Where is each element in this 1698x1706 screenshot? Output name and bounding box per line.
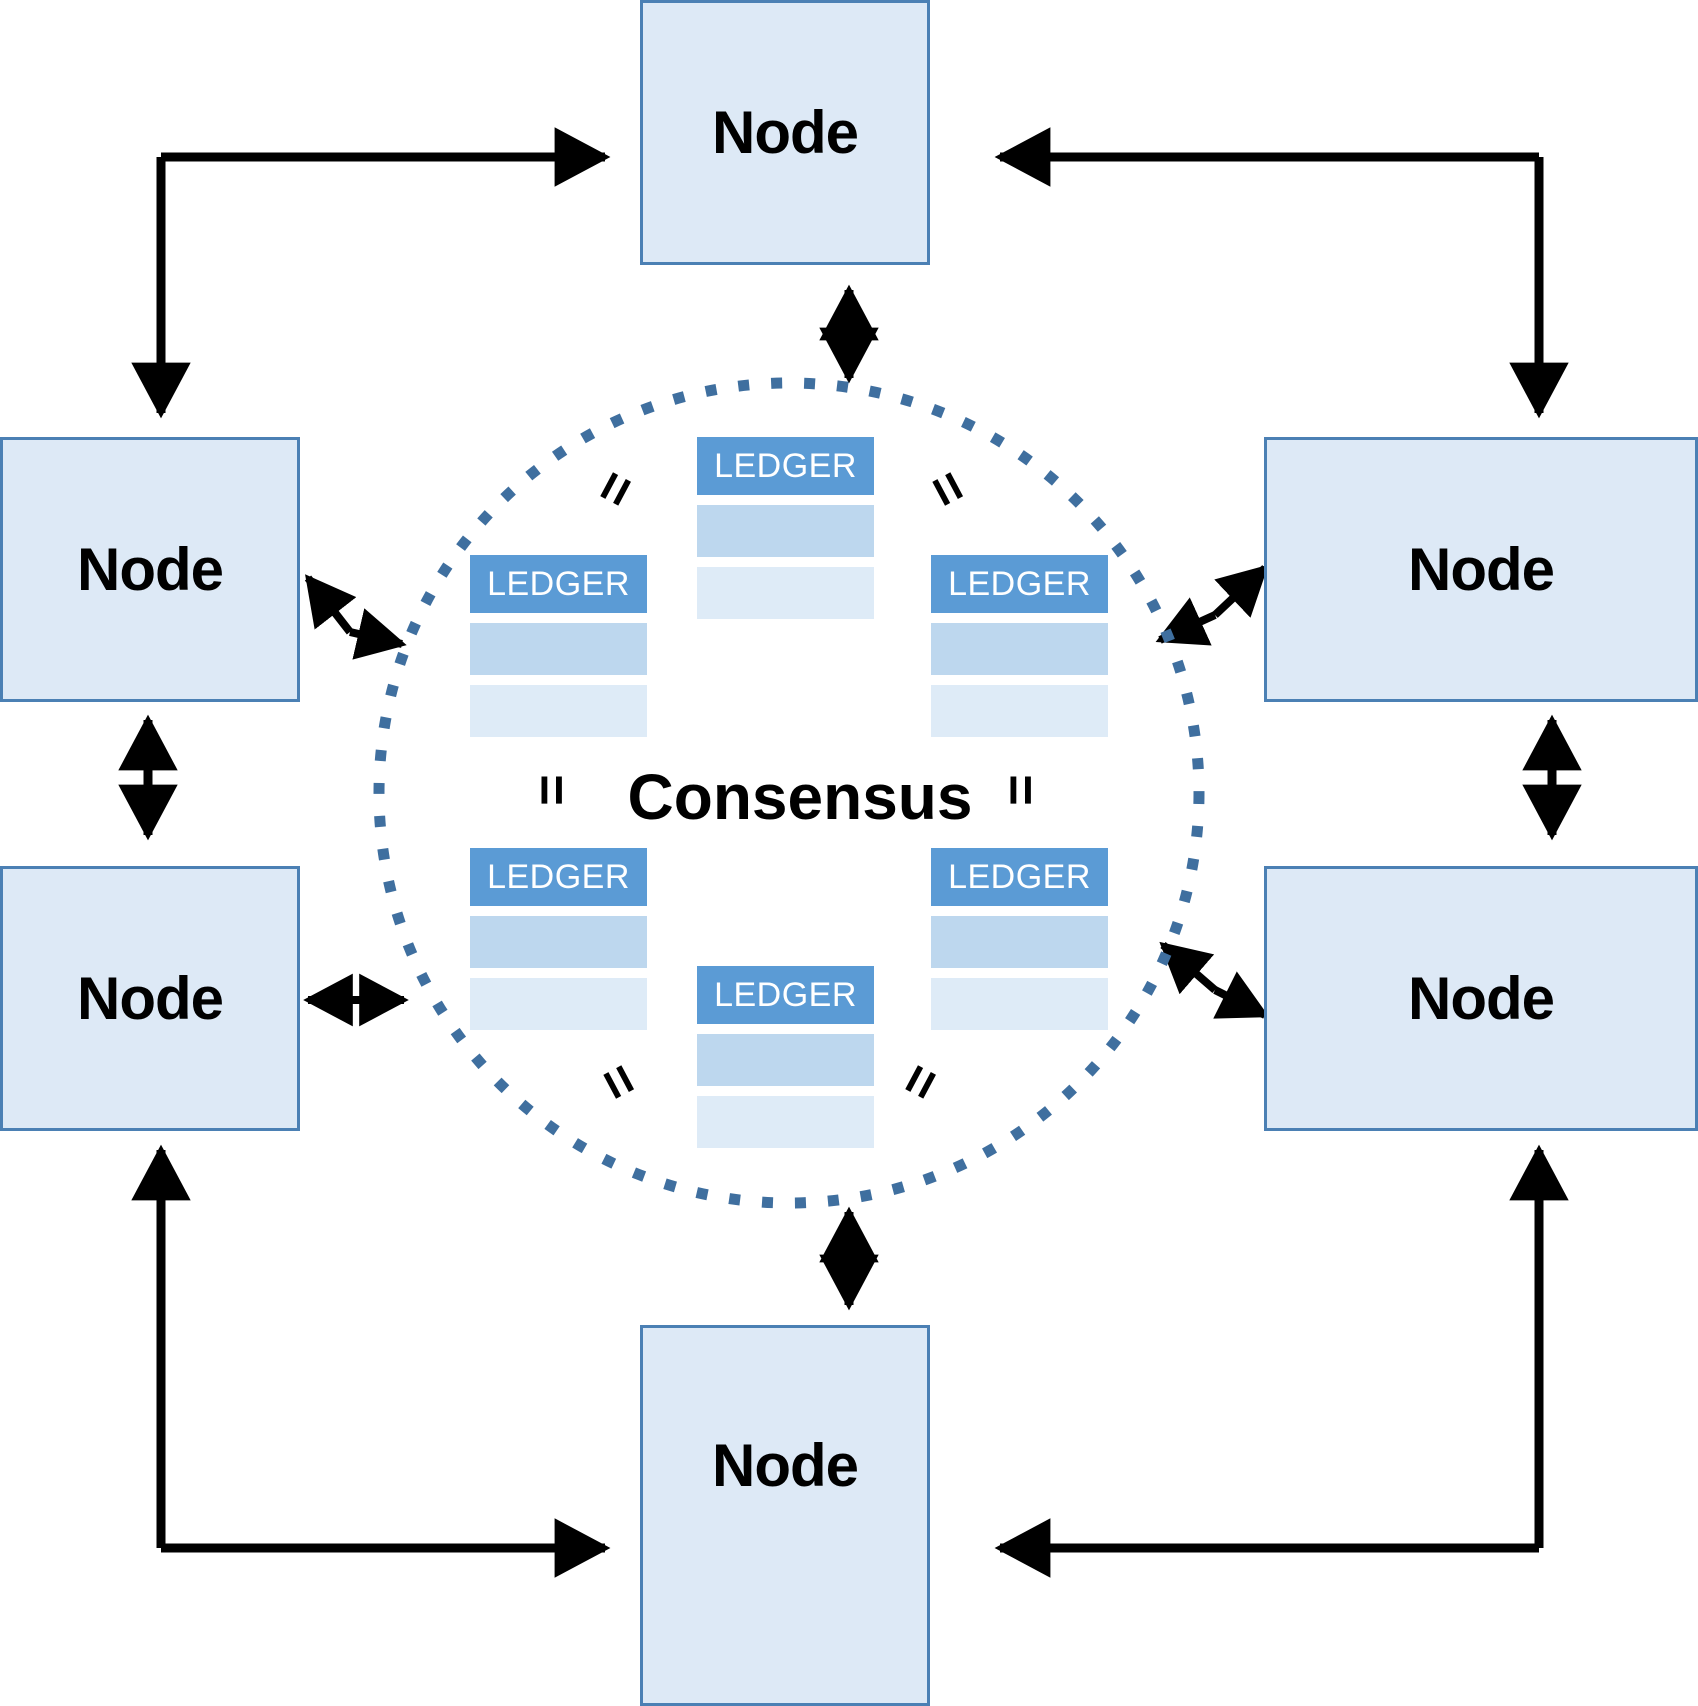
ledger-lower-right-row-1 — [931, 916, 1108, 968]
consensus-label: Consensus — [627, 761, 973, 833]
ledger-upper-left-row-1 — [470, 623, 647, 675]
ledger-upper-right[interactable]: LEDGER — [931, 555, 1108, 737]
node-bottom-label: Node — [712, 1431, 859, 1499]
ledger-upper-left[interactable]: LEDGER — [470, 555, 647, 737]
ledger-upper-right-row-1 — [931, 623, 1108, 675]
ledger-lower-left-row-1 — [470, 916, 647, 968]
ledger-top-row-1 — [697, 505, 874, 557]
ledger-upper-left-row-2 — [470, 685, 647, 737]
connector-spoke-left-upper — [304, 574, 407, 660]
ledger-lower-right-header: LEDGER — [931, 848, 1108, 906]
node-right-lower-label: Node — [1408, 964, 1555, 1032]
node-bottom[interactable]: Node — [640, 1325, 930, 1706]
equals-mark-mid-left: = — [521, 774, 582, 806]
connector-outer-top-right — [994, 127, 1569, 419]
connector-outer-bottom-left — [131, 1144, 611, 1578]
ledger-lower-right-row-2 — [931, 978, 1108, 1030]
node-left-lower[interactable]: Node — [0, 866, 300, 1131]
ledger-bottom-header: LEDGER — [697, 966, 874, 1024]
ledger-lower-left[interactable]: LEDGER — [470, 848, 647, 1030]
node-top[interactable]: Node — [640, 0, 930, 265]
ledger-bottom-row-1 — [697, 1034, 874, 1086]
equals-mark-mid-right: = — [990, 774, 1051, 806]
connector-spoke-right-lower — [1159, 941, 1270, 1019]
node-top-label: Node — [712, 98, 859, 166]
consensus-circle — [373, 377, 1205, 1209]
node-right-lower[interactable]: Node — [1264, 866, 1698, 1131]
ledger-top-row-2 — [697, 567, 874, 619]
node-right-upper[interactable]: Node — [1264, 437, 1698, 702]
ledger-upper-right-header: LEDGER — [931, 555, 1108, 613]
ledger-lower-left-header: LEDGER — [470, 848, 647, 906]
connector-outer-bottom-right — [994, 1144, 1569, 1578]
ledger-upper-left-header: LEDGER — [470, 555, 647, 613]
connector-outer-top-left — [131, 127, 611, 419]
node-left-upper[interactable]: Node — [0, 437, 300, 702]
ledger-top[interactable]: LEDGER — [697, 437, 874, 619]
ledger-upper-right-row-2 — [931, 685, 1108, 737]
ledger-lower-right[interactable]: LEDGER — [931, 848, 1108, 1030]
ledger-top-header: LEDGER — [697, 437, 874, 495]
node-right-upper-label: Node — [1408, 535, 1555, 603]
ledger-bottom-row-2 — [697, 1096, 874, 1148]
ledger-bottom[interactable]: LEDGER — [697, 966, 874, 1148]
node-left-lower-label: Node — [77, 964, 224, 1032]
connector-spoke-right-upper — [1155, 564, 1269, 646]
node-left-upper-label: Node — [77, 535, 224, 603]
ledger-lower-left-row-2 — [470, 978, 647, 1030]
